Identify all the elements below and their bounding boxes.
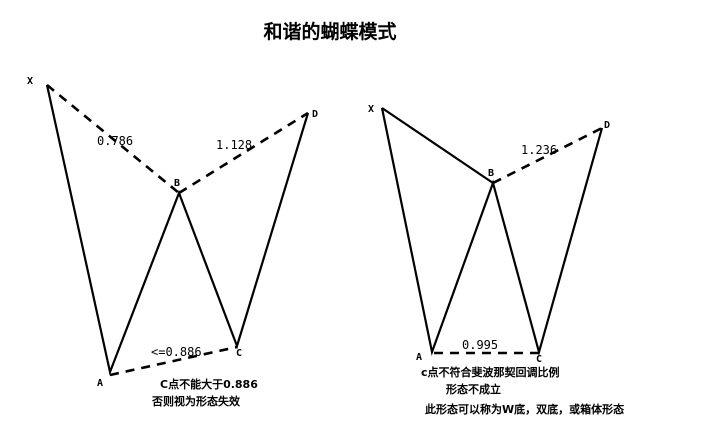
right-ratio-bd: 1.236 [521, 143, 557, 157]
right-pattern: X A B C D 1.236 0.995 c点不符合斐波那契回调比例 形态不成… [368, 104, 624, 416]
left-pattern: X A B C D 0.786 1.128 <=0.886 C点不能大于0.88… [27, 76, 318, 408]
left-xb-dashed [46, 83, 180, 195]
right-point-a-label: A [416, 352, 422, 363]
left-ratio-bd: 1.128 [216, 138, 252, 152]
diagram-title: 和谐的蝴蝶模式 [263, 20, 396, 43]
right-bd-dashed [492, 126, 603, 185]
left-note-line-1: C点不能大于0.886 [160, 377, 258, 391]
left-point-c-label: C [236, 348, 242, 359]
left-ratio-xb: 0.786 [97, 134, 133, 148]
left-bd-dashed [178, 111, 309, 195]
left-point-x-label: X [27, 76, 33, 87]
left-point-a-label: A [97, 378, 103, 389]
right-point-b-label: B [488, 168, 494, 179]
left-ratio-ac: <=0.886 [151, 345, 202, 359]
left-solid-legs [45, 84, 310, 376]
right-note-line-1: c点不符合斐波那契回调比例 [421, 365, 560, 379]
left-point-b-label: B [174, 178, 180, 189]
left-ac-dashed [109, 345, 238, 377]
left-note-line-2: 否则视为形态失效 [151, 394, 241, 408]
right-point-d-label: D [604, 120, 610, 131]
right-xb-solid [381, 107, 494, 184]
right-note-line-3: 此形态可以称为W底，双底，或箱体形态 [425, 402, 624, 416]
right-point-c-label: C [536, 354, 542, 365]
right-point-x-label: X [368, 104, 374, 115]
right-ratio-ac: 0.995 [462, 338, 498, 352]
right-note-line-2: 形态不成立 [446, 382, 501, 396]
left-point-d-label: D [312, 109, 318, 120]
